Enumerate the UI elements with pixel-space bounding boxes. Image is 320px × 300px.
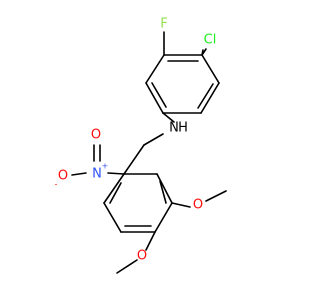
aromatic-bond (109, 182, 122, 204)
methoxy-oxygen-label: O (137, 249, 147, 264)
fluorine-label: F (160, 17, 167, 32)
aromatic-bond (159, 180, 167, 204)
nitro-oxygen-double-label: O (91, 128, 101, 143)
molecule-structure-diagram: F Cl N H N + O O - O O (55, 17, 227, 274)
bond (123, 144, 145, 175)
amine-nitrogen-label: N (169, 121, 179, 136)
nitro-oxygen-single-label: O (58, 169, 68, 184)
bond (103, 173, 125, 204)
chlorofluorophenyl-ring (145, 54, 220, 114)
bond (156, 173, 173, 204)
bond (154, 202, 173, 233)
bond (162, 112, 175, 123)
amine-hydrogen-label: H (178, 121, 188, 136)
bond (116, 259, 138, 274)
dimethoxy-nitrophenyl-ring (103, 144, 173, 233)
bond (145, 231, 156, 251)
chlorine-label: Cl (204, 33, 217, 48)
bond (143, 133, 164, 146)
bond (200, 82, 220, 114)
nitro-nitrogen-charge: + (102, 162, 109, 171)
nitro-oxygen-charge: - (55, 180, 58, 189)
bond (201, 54, 220, 84)
bond (145, 54, 165, 84)
aromatic-bond (151, 82, 167, 108)
nitro-nitrogen-label: N (92, 167, 102, 182)
bond (107, 172, 125, 175)
bond (145, 82, 164, 114)
aromatic-bond (197, 83, 214, 109)
methoxy-oxygen-label: O (193, 198, 203, 213)
bond (71, 172, 87, 176)
bond (201, 48, 207, 56)
bond (103, 202, 122, 233)
bond (171, 202, 191, 208)
bond (205, 190, 227, 202)
